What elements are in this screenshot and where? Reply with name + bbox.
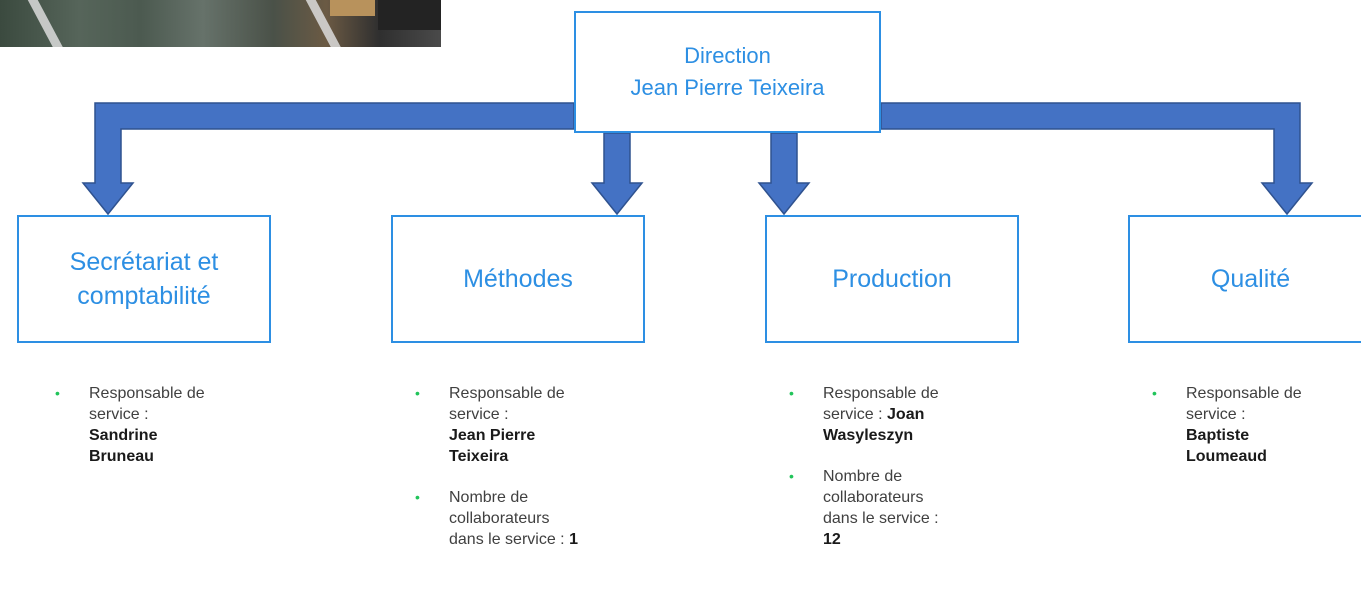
item-text: collaborateurs [449, 510, 550, 527]
bullet-icon: • [789, 385, 794, 401]
department-box-qualite: Qualité [1128, 215, 1361, 343]
staff-count: 12 [823, 531, 841, 548]
info-list-secretariat: • Responsable de service : Sandrine Brun… [55, 383, 255, 487]
arrow-to-production [757, 132, 811, 216]
item-text: dans le service : [823, 510, 939, 527]
bullet-icon: • [789, 468, 794, 484]
item-text: service : [823, 406, 888, 423]
person-name: Wasyleszyn [823, 427, 914, 444]
person-name: Jean Pierre [449, 427, 536, 444]
department-name: Production [832, 264, 952, 293]
department-box-secretariat: Secrétariat et comptabilité [17, 215, 271, 343]
department-box-methodes: Méthodes [391, 215, 645, 343]
bullet-icon: • [415, 489, 420, 505]
department-name-line: Secrétariat et [69, 248, 219, 276]
person-name: Sandrine [89, 427, 158, 444]
photo-thumbnail [0, 0, 441, 47]
department-name: Qualité [1210, 264, 1291, 293]
item-text: Responsable de [1186, 385, 1302, 402]
info-list-production: • Responsable de service : Joan Wasylesz… [789, 383, 989, 570]
direction-title: Direction [684, 43, 771, 68]
department-box-production: Production [765, 215, 1019, 343]
info-list-methodes: • Responsable de service : Jean Pierre T… [415, 383, 605, 570]
list-item: • Responsable de service : Joan Wasylesz… [789, 383, 989, 446]
direction-box: Direction Jean Pierre Teixeira [574, 11, 881, 133]
list-item: • Responsable de service : Baptiste Loum… [1152, 383, 1352, 467]
item-text: dans le service : [449, 531, 570, 548]
staff-count: 1 [569, 531, 578, 548]
list-item: • Responsable de service : Jean Pierre T… [415, 383, 605, 467]
bullet-icon: • [1152, 385, 1157, 401]
bullet-icon: • [415, 385, 420, 401]
person-name: Loumeaud [1186, 448, 1267, 465]
info-list-qualite: • Responsable de service : Baptiste Loum… [1152, 383, 1352, 487]
list-item: • Nombre de collaborateurs dans le servi… [415, 487, 605, 550]
person-name: Joan [887, 406, 925, 423]
item-text: Responsable de [449, 385, 565, 402]
item-text: Nombre de [823, 468, 903, 485]
arrow-to-qualite [880, 102, 1314, 216]
item-text: Responsable de [823, 385, 939, 402]
item-text: service : [449, 406, 509, 423]
list-item: • Nombre de collaborateurs dans le servi… [789, 466, 989, 550]
item-text: Nombre de [449, 489, 529, 506]
arrow-to-methodes [590, 132, 644, 216]
item-text: collaborateurs [823, 489, 924, 506]
list-item: • Responsable de service : Sandrine Brun… [55, 383, 255, 467]
photo-box [330, 0, 375, 16]
item-text: service : [1186, 406, 1246, 423]
photo-dark-area [378, 0, 441, 30]
person-name: Baptiste [1186, 427, 1250, 444]
arrow-to-secretariat [81, 102, 575, 216]
person-name: Teixeira [449, 448, 509, 465]
direction-name: Jean Pierre Teixeira [630, 75, 825, 100]
item-text: Responsable de [89, 385, 205, 402]
department-name: Méthodes [463, 264, 573, 293]
item-text: service : [89, 406, 149, 423]
person-name: Bruneau [89, 448, 154, 465]
department-name-line: comptabilité [77, 282, 211, 310]
bullet-icon: • [55, 385, 60, 401]
